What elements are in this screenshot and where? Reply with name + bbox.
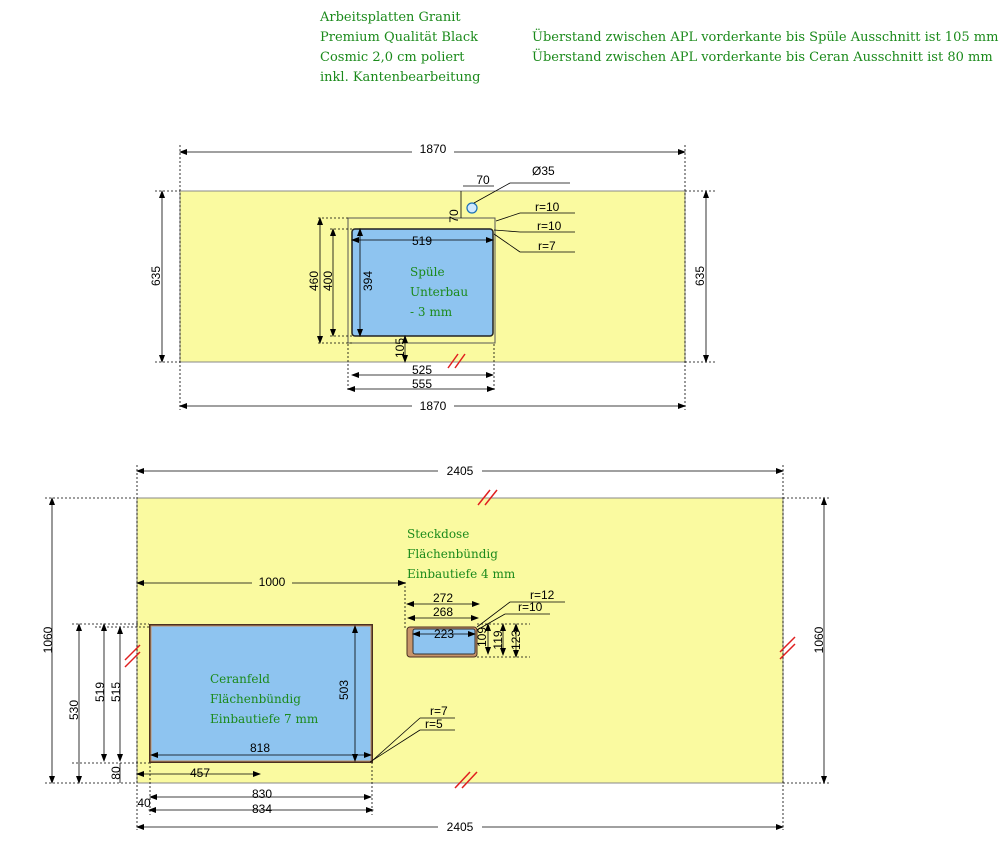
material-line: inkl. Kantenbearbeitung <box>320 70 481 85</box>
dim-hob-offset: 457 <box>190 766 210 780</box>
hob-label: Einbautiefe 7 mm <box>210 712 319 726</box>
dim-bg <box>438 463 482 477</box>
tap-hole <box>466 202 478 214</box>
leader-line <box>473 182 511 204</box>
dim-sink-inner-width: 519 <box>412 234 432 248</box>
dim-hob-inner-depth: 503 <box>337 680 351 700</box>
material-line: Cosmic 2,0 cm poliert <box>320 50 465 65</box>
plate-2: 2405 2405 1060 1060 Ceranfeld Flächenbün… <box>41 463 830 834</box>
hob-radius-b: r=5 <box>425 717 443 731</box>
overhang-note: Überstand zwischen APL vorderkante bis S… <box>532 28 998 68</box>
hob-label: Ceranfeld <box>210 672 270 686</box>
dim-socket-width-c: 223 <box>434 627 454 641</box>
dim-hole-offset: 70 <box>476 173 490 187</box>
plate-1: 1870 1870 635 635 Spüle Unterbau - 3 mm … <box>149 142 715 413</box>
dim-bg <box>412 142 454 156</box>
extension-lines-sink <box>318 217 352 344</box>
socket-radius-a: r=12 <box>530 588 555 602</box>
dim-bg <box>438 819 482 833</box>
extension-lines-2 <box>45 465 830 830</box>
dim-width-top: 1870 <box>420 142 447 156</box>
radius-b: r=10 <box>537 219 562 233</box>
dim-socket-width-a: 272 <box>433 591 453 605</box>
material-note: Arbeitsplatten Granit Premium Qualität B… <box>320 8 480 88</box>
socket-label: Flächenbündig <box>407 547 498 561</box>
dim-socket-width-b: 268 <box>433 605 453 619</box>
dim-bg <box>412 398 454 412</box>
break-mark <box>447 353 466 369</box>
dim-hob-width-b: 834 <box>252 802 272 816</box>
dim-depth-left: 1060 <box>41 626 55 653</box>
sink-label: Spüle <box>410 265 445 279</box>
dim-width-bottom: 1870 <box>420 399 447 413</box>
material-line: Arbeitsplatten Granit <box>320 10 461 25</box>
dim-socket-height-b: 119 <box>491 630 505 649</box>
hob-radius-a: r=7 <box>430 704 448 718</box>
hob-cutout <box>150 625 372 762</box>
dim-depth-left: 635 <box>149 266 163 286</box>
sink-label: Unterbau <box>410 285 468 299</box>
dim-depth-right: 1060 <box>812 626 826 653</box>
socket-radius-b: r=10 <box>518 600 543 614</box>
dim-sink-inner-depth: 394 <box>361 271 375 291</box>
material-line: Premium Qualität Black <box>320 30 479 45</box>
radius-leaders-hob <box>369 717 455 763</box>
dim-sink-depth-a: 460 <box>307 271 321 291</box>
socket-label: Steckdose <box>407 527 469 541</box>
radius-c: r=7 <box>538 239 556 253</box>
dim-hob-front: 80 <box>109 766 123 780</box>
dim-sink-front: 105 <box>393 338 407 358</box>
dim-socket-height-c: 123 <box>509 630 523 650</box>
break-marks <box>124 489 796 789</box>
socket-label: Einbautiefe 4 mm <box>407 567 516 581</box>
dim-sink-depth-b: 400 <box>321 271 335 291</box>
dim-hole-back: 70 <box>447 209 461 223</box>
dim-bg <box>252 574 292 588</box>
dim-sink-width-b: 555 <box>412 377 432 391</box>
dim-socket-height-a: 109 <box>475 627 489 647</box>
radius-a: r=10 <box>535 200 560 214</box>
dim-hob-depth-b: 519 <box>93 682 107 702</box>
sink-label: - 3 mm <box>410 305 453 319</box>
dim-hob-depth-c: 515 <box>109 682 123 702</box>
overhang-line: Überstand zwischen APL vorderkante bis C… <box>532 50 993 65</box>
dim-socket-offset: 1000 <box>259 575 286 589</box>
sink-cutout <box>351 228 494 337</box>
dim-width-bottom: 2405 <box>447 820 474 834</box>
dim-sink-width-a: 525 <box>412 363 432 377</box>
dim-width-top: 2405 <box>447 464 474 478</box>
dim-hob-depth-a: 530 <box>67 700 81 720</box>
dim-depth-right: 635 <box>693 266 707 286</box>
overhang-line: Überstand zwischen APL vorderkante bis S… <box>532 30 999 45</box>
dim-hob-side: 40 <box>137 796 151 810</box>
dim-hole-diameter: Ø35 <box>532 164 555 178</box>
dim-hob-inner-width: 818 <box>250 741 270 755</box>
hob-label: Flächenbündig <box>210 692 301 706</box>
dim-hob-width-a: 830 <box>252 787 272 801</box>
radius-leaders-1 <box>493 212 575 253</box>
radius-leaders-socket <box>476 601 565 631</box>
